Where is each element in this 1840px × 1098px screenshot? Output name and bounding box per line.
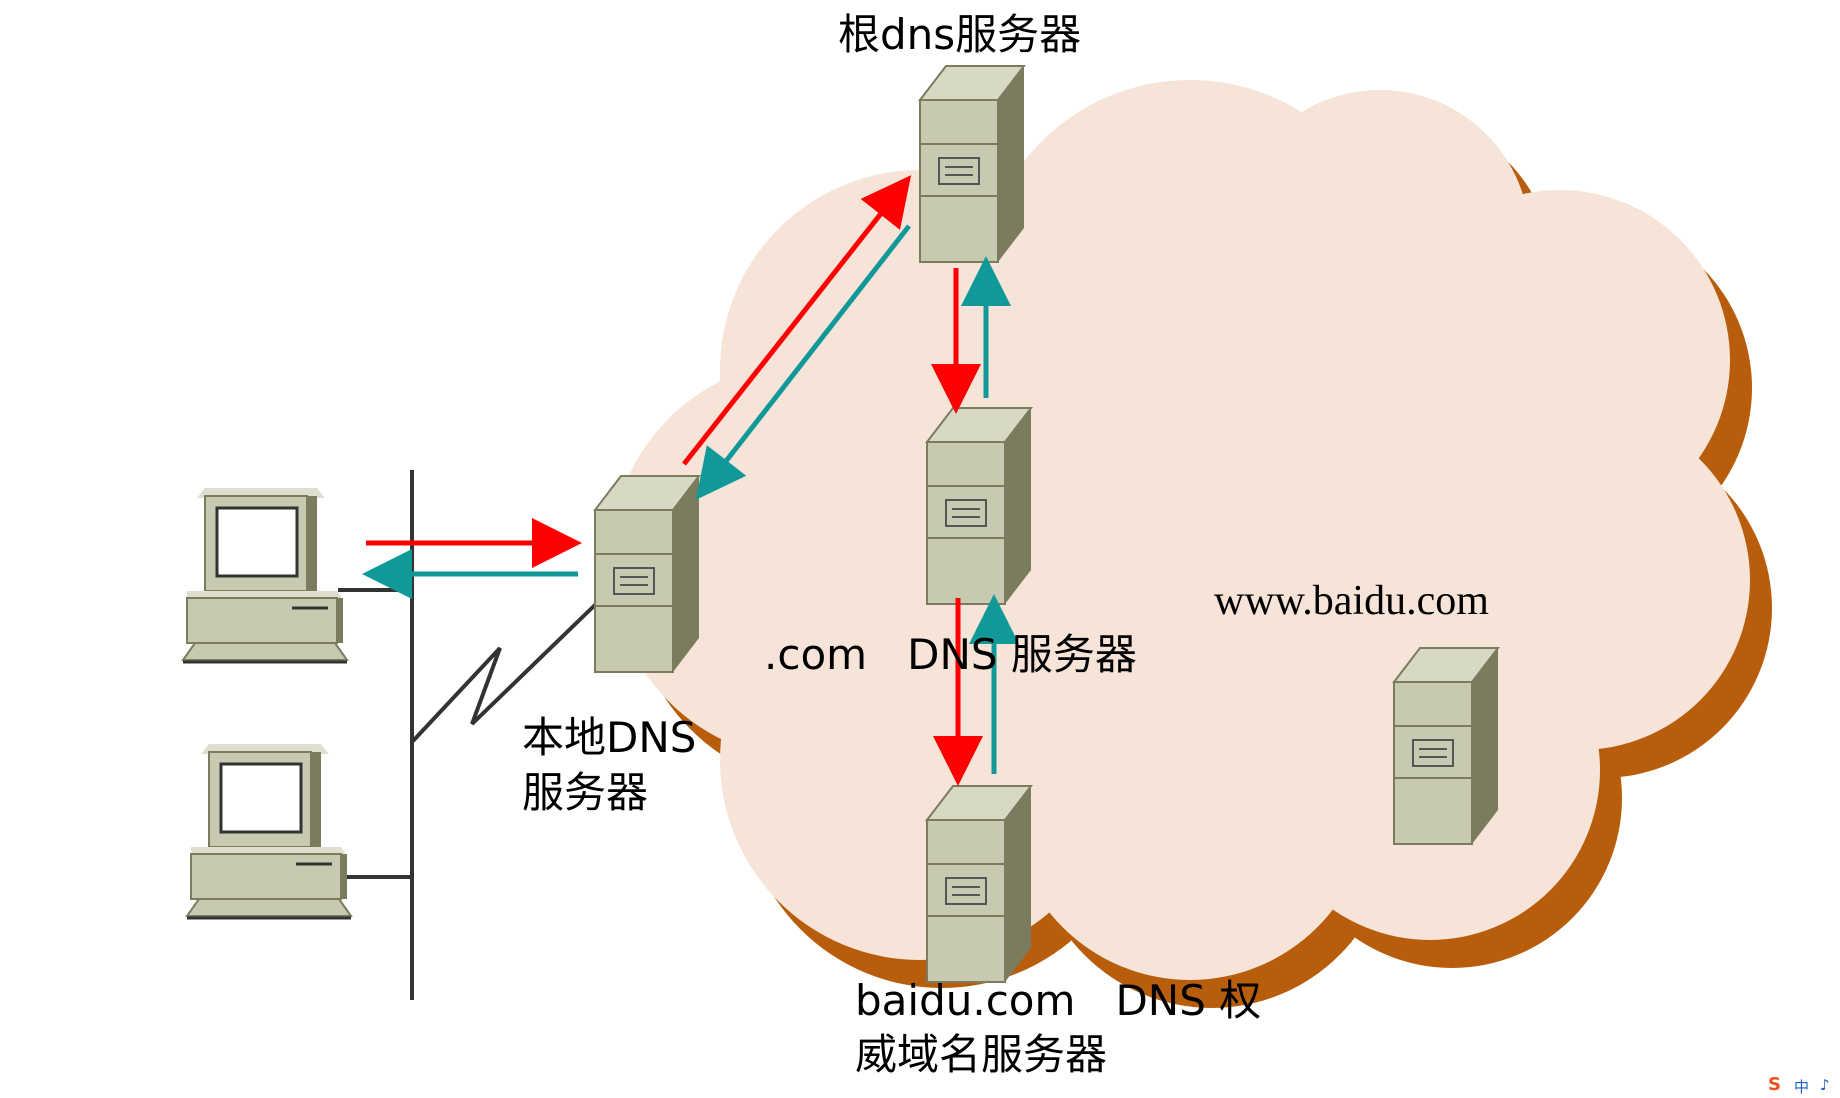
baidu-auth-dns-label-line2: 威域名服务器 xyxy=(855,1030,1108,1079)
computer-icon xyxy=(185,744,353,920)
query-arrows xyxy=(366,175,983,786)
response-arrows xyxy=(362,224,1019,774)
com-dns-server-icon xyxy=(924,407,1034,605)
response-arrow-root-to-local xyxy=(695,224,911,500)
ime-punctuation-icon[interactable]: ♪ xyxy=(1820,1076,1830,1094)
local-network xyxy=(338,470,598,1000)
baidu-web-server-icon xyxy=(1391,647,1501,845)
cloud-body xyxy=(610,80,1750,980)
baidu-auth-dns-label-line1: baidu.com DNS 权 xyxy=(855,976,1262,1025)
com-dns-server-label: .com DNS 服务器 xyxy=(764,630,1137,679)
local-dns-server-icon xyxy=(592,475,702,673)
root-dns-server-icon xyxy=(917,65,1027,263)
root-dns-server-label: 根dns服务器 xyxy=(838,10,1082,59)
sogou-logo-icon: S xyxy=(1768,1074,1781,1095)
ime-status-bar[interactable]: S 中 ♪ xyxy=(1760,1068,1840,1098)
local-dns-server-label-line2: 服务器 xyxy=(522,768,649,817)
ime-mode-indicator[interactable]: 中 xyxy=(1794,1078,1810,1096)
local-dns-server-label-line1: 本地DNS xyxy=(522,713,697,762)
query-arrow-local-to-root xyxy=(682,175,912,466)
baidu-auth-dns-server-icon xyxy=(924,785,1034,983)
internet-cloud xyxy=(610,80,1772,1008)
computer-icon xyxy=(181,488,349,664)
baidu-host-label: www.baidu.com xyxy=(1214,578,1489,624)
wan-link-icon xyxy=(410,602,598,744)
